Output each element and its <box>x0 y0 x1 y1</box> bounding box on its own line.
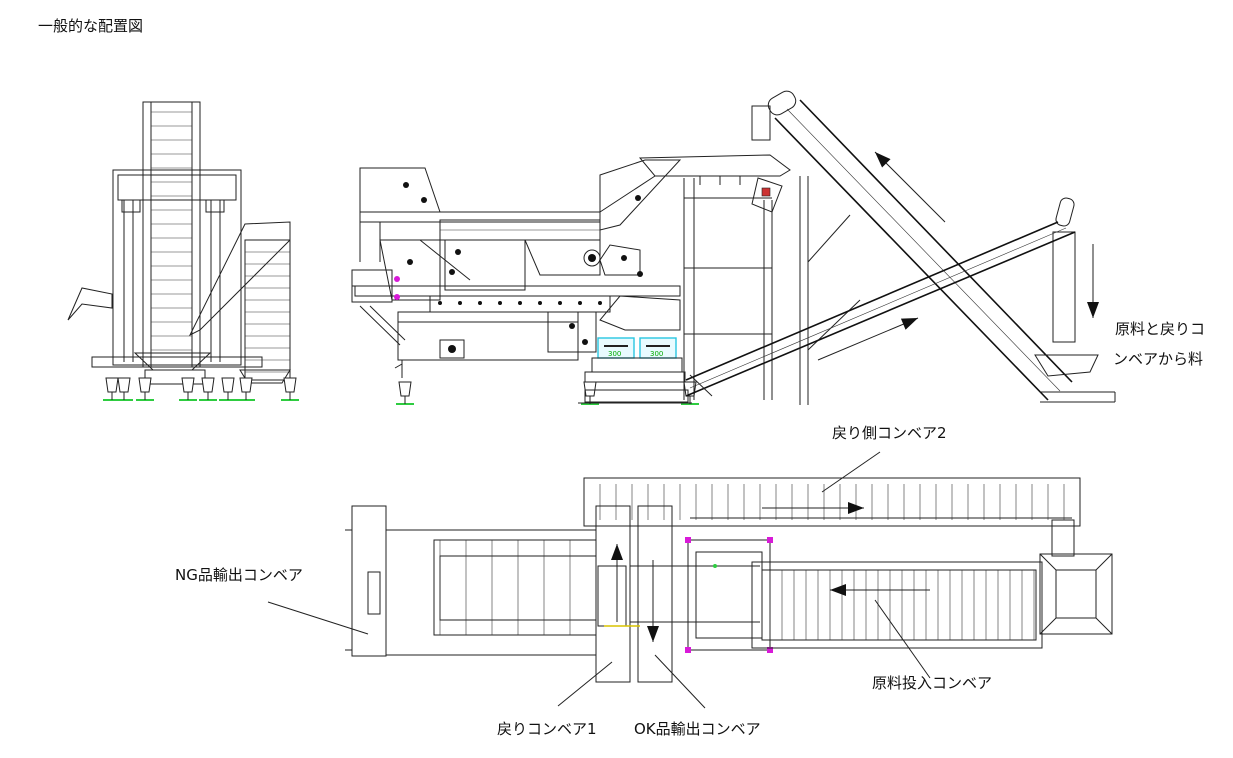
flow-arrow-head <box>830 584 846 596</box>
side-view-elevator <box>67 101 299 401</box>
idler-dot <box>498 301 502 305</box>
label-return-conveyor-2: 戻り側コンベア2 <box>832 424 947 442</box>
support-foot <box>117 377 131 393</box>
idler-dot <box>438 301 442 305</box>
support-foot <box>221 377 235 393</box>
support-foot <box>138 377 152 393</box>
dimension-mark-right: 300 <box>650 350 663 358</box>
support-foot <box>201 377 215 393</box>
support-foot <box>583 381 597 397</box>
support-foot <box>181 377 195 393</box>
support-foot <box>239 377 253 393</box>
flow-arrow-head <box>900 318 918 330</box>
flow-arrow-head <box>611 544 623 560</box>
support-foot <box>398 381 412 397</box>
flow-arrow-head <box>848 502 864 514</box>
flow-line <box>817 317 919 361</box>
label-return-conveyor-1: 戻りコンベア1 <box>497 720 597 738</box>
label-ok-outfeed-conveyor: OK品輸出コンベア <box>634 720 761 738</box>
idler-dot <box>478 301 482 305</box>
idler-dot <box>518 301 522 305</box>
idler-dot <box>578 301 582 305</box>
dimension-mark-left: 300 <box>608 350 621 358</box>
flow-line <box>874 151 946 223</box>
page-title: 一般的な配置図 <box>38 17 143 35</box>
idler-dot <box>598 301 602 305</box>
support-foot <box>283 377 297 393</box>
side-view-sorter: 300 300 <box>351 154 791 405</box>
idler-dot <box>558 301 562 305</box>
inclined-conveyors <box>683 90 1116 405</box>
idler-dot <box>458 301 462 305</box>
label-raw-feed-conveyor: 原料投入コンベア <box>872 674 992 692</box>
label-feed-note-line1: 原料と戻りコ <box>1115 320 1205 338</box>
label-feed-note-line2: ンベアから料 <box>1113 350 1203 368</box>
idler-dot <box>538 301 542 305</box>
flow-arrow-head <box>647 626 659 642</box>
flow-arrow-head <box>1087 302 1099 318</box>
flow-arrow-head <box>875 152 891 168</box>
label-ng-outfeed-conveyor: NG品輸出コンベア <box>175 566 303 584</box>
support-foot <box>105 377 119 393</box>
plan-view <box>345 477 1113 683</box>
